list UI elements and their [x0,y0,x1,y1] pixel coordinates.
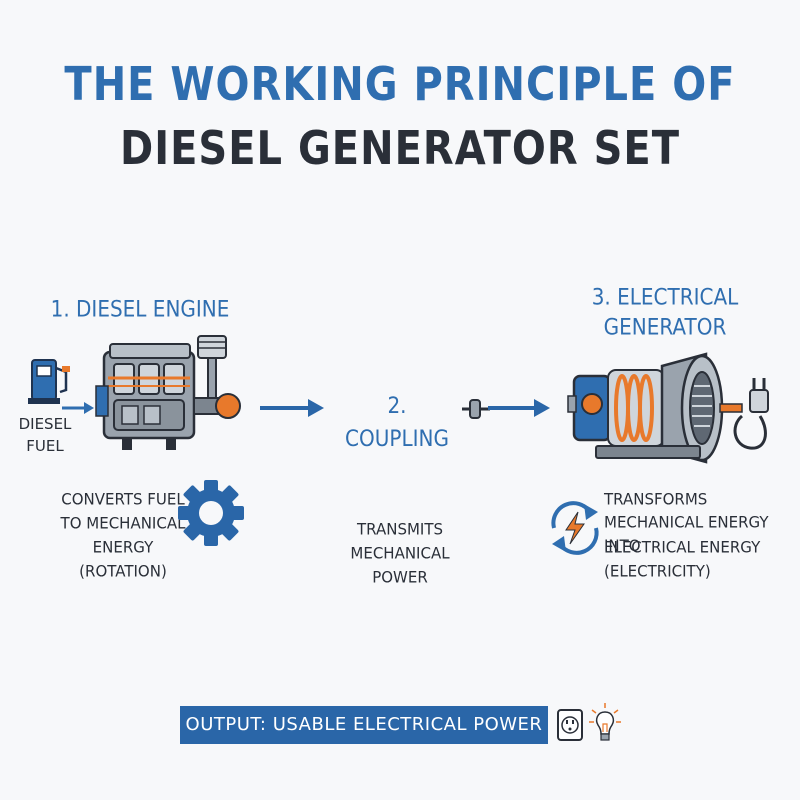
stage-2-desc-line-2: MECHANICAL [350,543,450,563]
flow-arrow-2 [488,399,550,417]
engine-icon [95,335,241,450]
fuel-label-1: DIESEL [18,415,72,433]
output-banner: OUTPUT: USABLE ELECTRICAL POWER [180,706,548,744]
fuel-pump-icon [28,359,70,404]
fuel-label-2: FUEL [26,437,64,455]
fuel-arrow-icon [62,402,94,414]
stage-2-desc-line-1: TRANSMITS [356,519,444,539]
plug-icon [733,378,769,450]
stage-2-title: 2. COUPLING [345,392,449,452]
title-line-2: DIESEL GENERATOR SET [120,122,680,176]
stage-1-desc-line-4: (ROTATION) [79,561,167,581]
stage-2-desc-line-3: POWER [372,567,428,587]
stage-3-title-line-1: 3. ELECTRICAL [591,283,739,311]
stage-3-desc-line-1: TRANSFORMS [604,489,708,509]
stage-1-title: 1. DIESEL ENGINE [50,295,230,323]
outlet-icon [557,709,583,741]
title-line-1: THE WORKING PRINCIPLE OF [64,58,736,112]
stage-1-desc-line-3: ENERGY [92,537,154,557]
stage-3-desc-line-3: ELECTRICAL ENERGY [604,537,761,557]
stage-1-desc-line-1: CONVERTS FUEL [61,489,185,509]
stage-1-desc-line-2: TO MECHANICAL [60,513,186,533]
gear-icon [178,480,244,546]
stage-3-desc-line-2: MECHANICAL ENERGY INTO [604,513,769,555]
energy-cycle-icon [551,501,599,555]
stage-3-title-line-2: GENERATOR [603,313,727,341]
generator-icon [567,352,743,464]
flow-arrow-1 [260,399,324,417]
light-bulb-icon [589,703,621,741]
stage-3-desc-line-4: (ELECTRICITY) [604,561,711,581]
coupling-icon [462,399,490,419]
